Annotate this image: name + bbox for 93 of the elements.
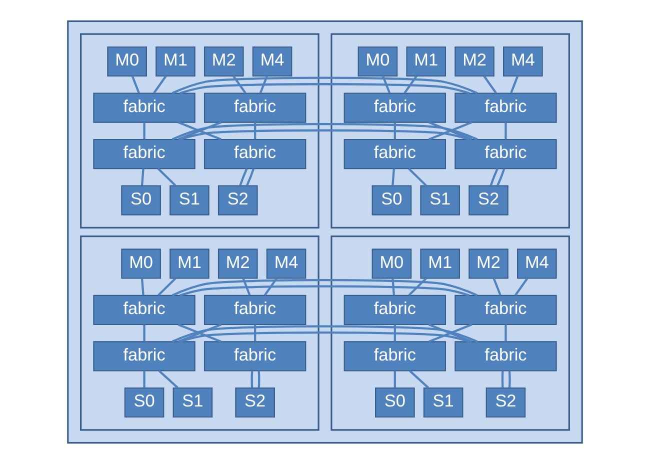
connector [140,168,144,186]
node-box: fabric [454,92,557,123]
connector [408,370,430,389]
node-box: M4 [517,248,557,279]
node-box: M2 [218,248,258,279]
connector [408,168,427,186]
connector [140,278,144,296]
node-box: fabric [344,92,446,123]
connector [172,76,478,94]
node-box: M1 [406,46,446,77]
connector [172,279,478,296]
node-box: M2 [468,248,508,279]
connector [510,76,519,94]
node-box: S0 [375,387,415,418]
connector [143,324,146,342]
connector [158,370,178,389]
connector [157,168,176,186]
node-box: fabric [204,341,306,372]
connector [258,370,260,388]
node-box: M1 [420,248,460,279]
node-box: fabric [204,294,306,326]
connector [232,75,246,94]
connector [496,168,506,186]
connector [483,75,497,94]
node-box: M4 [266,248,306,279]
connector [143,370,146,388]
node-box: M2 [204,46,244,77]
node-box: fabric [93,341,196,372]
node-box: fabric [344,294,446,326]
cluster [80,33,320,228]
connector [246,168,255,186]
node-box: fabric [454,294,557,326]
connector [501,370,504,388]
node-box: S0 [372,185,412,216]
node-box: S2 [235,387,275,418]
node-box: fabric [204,138,306,170]
connector [392,278,395,296]
node-box: M0 [107,46,147,77]
connector [259,76,268,94]
node-box: M1 [156,46,196,77]
node-box: fabric [93,92,196,123]
connector [504,122,507,140]
node-box: fabric [344,341,446,372]
node-box: S0 [124,387,164,418]
connector [408,278,428,296]
connector [504,324,507,342]
cluster [80,236,320,431]
node-box: S2 [468,185,508,216]
connector [172,123,478,140]
node-box: S0 [121,185,161,216]
connector [492,278,502,296]
connector [394,370,396,388]
connector [143,122,146,140]
connector [158,278,176,296]
node-box: S2 [486,387,526,418]
connector [404,75,418,94]
node-box: fabric [454,138,557,170]
node-box: M0 [121,248,161,279]
connector [254,324,256,342]
connector [254,122,256,140]
connector [172,325,478,343]
connector [508,370,511,388]
connector [250,370,254,388]
connector [490,168,498,186]
cluster [67,20,583,444]
node-box: S1 [423,387,464,418]
node-box: S1 [420,185,460,216]
node-box: M1 [170,248,210,279]
connector [382,76,391,94]
node-box: M4 [252,46,292,77]
connector [242,278,251,296]
connector [239,168,248,186]
node-box: fabric [93,138,196,170]
connector [394,122,396,140]
node-box: M0 [358,46,398,77]
connector [264,278,278,296]
node-box: fabric [93,294,196,326]
connector [153,75,167,94]
node-box: fabric [204,92,306,123]
node-box: fabric [344,138,446,170]
connector [131,76,140,94]
node-box: fabric [454,341,557,372]
cluster [330,236,570,431]
node-box: S1 [172,387,213,418]
node-box: M0 [372,248,412,279]
node-box: S1 [170,185,210,216]
connector [514,278,528,296]
connector [394,324,396,342]
node-box: M2 [454,46,494,77]
node-box: M4 [503,46,543,77]
connector [392,168,395,186]
cluster [330,33,570,228]
node-box: S2 [218,185,258,216]
